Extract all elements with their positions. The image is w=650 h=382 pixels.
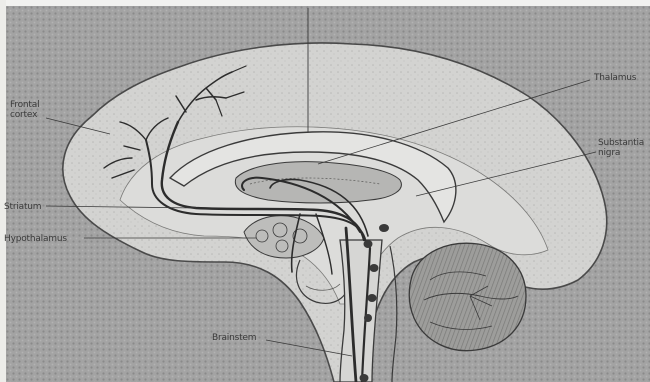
cerebellum: [409, 243, 526, 350]
label-frontal-cortex: Frontal cortex: [10, 100, 39, 120]
label-thalamus: Thalamus: [594, 73, 636, 83]
label-substantia-nigra: Substantia nigra: [598, 138, 644, 158]
label-striatum: Striatum: [4, 202, 41, 212]
label-brainstem: Brainstem: [212, 333, 256, 343]
label-hypothalamus: Hypothalamus: [4, 234, 67, 244]
